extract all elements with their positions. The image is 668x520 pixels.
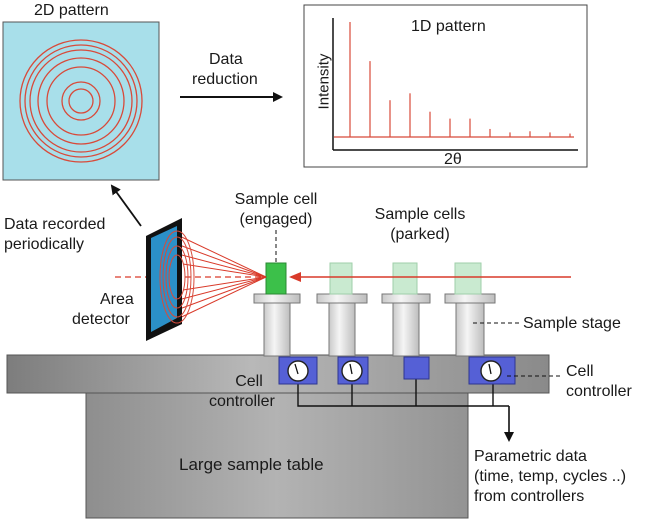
controller-wiring [297, 378, 509, 407]
cell-controller-right-label-line1: Cell [566, 363, 594, 380]
cell-controller-left-label-line2: controller [209, 393, 275, 410]
parametric-data-label-line1: Parametric data [474, 448, 587, 465]
parametric-data-label-line2: (time, temp, cycles ..) [474, 468, 627, 485]
diffraction-cone [170, 231, 267, 323]
cell-controller-box [278, 356, 318, 385]
pattern-2d-title: 2D pattern [34, 2, 109, 19]
cell-controller-right-label-line2: controller [566, 383, 632, 400]
intensity-axis-label: Intensity [315, 53, 333, 110]
sample-platform [6, 354, 550, 394]
parametric-data-label-line3: from controllers [474, 488, 585, 505]
sample-cell-engaged [265, 262, 287, 295]
data-reduction-label-line2: reduction [192, 71, 258, 88]
sample-cell-engaged-label-line1: Sample cell [234, 191, 318, 208]
large-sample-table [85, 392, 469, 519]
diffraction-peaks [349, 22, 571, 137]
sample-cell-parked [454, 262, 482, 295]
sample-cell-parked [329, 262, 353, 295]
data-reduction-label-line1: Data [209, 51, 243, 68]
pattern-1d-title: 1D pattern [411, 18, 486, 35]
area-detector-label-line2: detector [72, 311, 130, 328]
cell-controller-box [468, 356, 516, 385]
sample-cell-engaged-label-line2: (engaged) [239, 211, 313, 228]
cell-controller-box [337, 356, 369, 385]
data-recorded-arrow [110, 184, 142, 227]
pattern-2d-panel [2, 21, 160, 181]
large-sample-table-label: Large sample table [179, 455, 324, 474]
sample-stages [253, 293, 496, 357]
area-detector-label-line1: Area [100, 291, 134, 308]
sample-cells-parked-label-line1: Sample cells [374, 206, 466, 223]
cell-controller-left-label-line1: Cell [235, 373, 263, 390]
pattern-1d-panel [303, 4, 588, 168]
sample-cells-parked-label-line2: (parked) [390, 226, 450, 243]
pattern-2d-rings [19, 39, 143, 163]
data-recorded-label-line2: periodically [4, 236, 85, 253]
detector-rings [159, 230, 195, 324]
sample-stage-label: Sample stage [523, 315, 621, 332]
data-recorded-label-line1: Data recorded [4, 216, 106, 233]
sample-cell-parked [392, 262, 418, 295]
cell-controller-box [403, 356, 430, 380]
two-theta-axis-label: 2θ [444, 151, 462, 168]
